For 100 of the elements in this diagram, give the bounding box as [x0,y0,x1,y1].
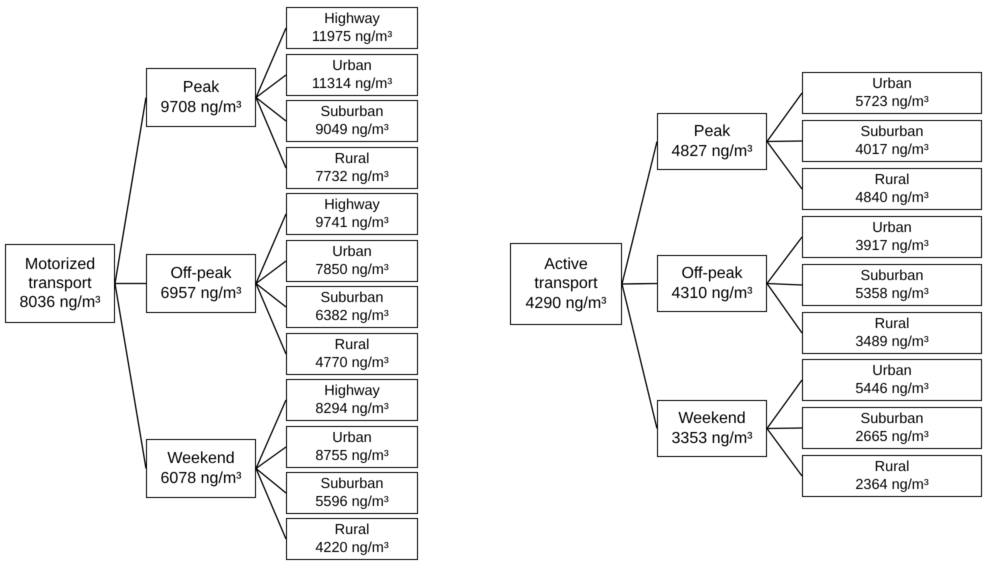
category-box [286,518,418,560]
connector-line [766,428,803,476]
concentration-value: 4290 ng/m³ [526,294,606,313]
node-title: Motorized transport [24,254,96,294]
node-title: Suburban [860,266,924,285]
connector-line [766,236,803,284]
node-title: Rural [874,458,910,476]
node-title: Urban [332,242,372,261]
connector-line [621,141,658,284]
connector-line [766,283,803,334]
concentration-value: 2665 ng/m³ [855,428,929,446]
group-box [657,255,767,312]
node-title: Suburban [860,122,924,141]
node-title: Rural [334,150,370,168]
concentration-value: 3489 ng/m³ [855,333,929,352]
concentration-value: 11314 ng/m³ [312,75,392,94]
connector-line [767,427,802,430]
node-title: Suburban [320,102,384,121]
concentration-value: 4310 ng/m³ [672,284,752,303]
node-title: Urban [872,218,912,237]
group-box [5,244,115,323]
node-title: Weekend [166,449,236,468]
connector-line [256,282,286,308]
connector-line [255,28,287,98]
connector-line [256,74,286,98]
category-box [802,359,982,401]
category-box [802,216,982,258]
node-title: Urban [872,74,912,93]
concentration-value: 8294 ng/m³ [315,400,389,418]
node-title: Off-peak [169,264,233,284]
node-title: Urban [332,428,372,447]
category-box [802,264,982,306]
node-title: Suburban [320,288,384,307]
connector-line [115,282,146,284]
node-title: Off-peak [680,264,744,284]
connector-line [255,214,287,284]
connector-line [114,97,147,284]
node-title: Peak [182,78,220,98]
node-title: Suburban [320,474,384,493]
group-box [146,254,256,313]
node-title: Rural [334,520,370,539]
connector-line [255,468,287,540]
category-box [286,379,418,421]
connector-line [255,283,287,354]
connector-line [622,282,657,285]
category-box [286,7,418,49]
concentration-value: 5358 ng/m³ [855,285,929,304]
connector-line [767,140,802,142]
concentration-value: 3353 ng/m³ [672,428,752,448]
category-box [802,455,982,497]
concentration-value: 8036 ng/m³ [20,293,100,312]
group-box [146,68,256,127]
concentration-value: 5723 ng/m³ [855,93,929,112]
concentration-value: 4770 ng/m³ [315,354,389,372]
node-title: Rural [874,314,910,333]
category-box [802,312,982,354]
node-title: Highway [324,196,380,214]
node-title: Peak [692,122,732,142]
category-box [286,147,418,189]
node-title: Suburban [860,410,924,428]
connector-line [621,284,658,429]
connector-line [256,468,286,494]
concentration-value: 9049 ng/m³ [315,121,389,140]
connector-line [256,260,286,284]
category-box [802,407,982,449]
connector-line [255,400,287,469]
connector-line [766,92,803,142]
concentration-value: 6957 ng/m³ [160,284,242,303]
group-box [510,243,622,325]
concentration-value: 4017 ng/m³ [855,141,929,160]
concentration-value: 9741 ng/m³ [315,214,389,232]
group-box [146,439,256,498]
category-box [286,54,418,96]
node-title: Rural [334,336,370,354]
concentration-value: 5596 ng/m³ [315,493,389,512]
connector-line [114,283,147,469]
node-title: Active transport [533,255,599,294]
concentration-value: 8755 ng/m³ [315,447,389,466]
concentration-value: 7850 ng/m³ [315,261,389,280]
node-title: Rural [874,170,910,189]
concentration-value: 3917 ng/m³ [855,237,929,256]
concentration-value: 11975 ng/m³ [312,28,392,46]
connector-line [766,380,803,429]
category-box [286,472,418,514]
category-box [286,286,418,328]
concentration-value: 4827 ng/m³ [672,142,752,161]
category-box [802,120,982,162]
concentration-value: 4840 ng/m³ [855,189,929,208]
node-title: Urban [332,56,372,75]
group-box [657,400,767,457]
concentration-value: 2364 ng/m³ [855,476,929,494]
concentration-value: 6382 ng/m³ [315,307,389,326]
category-box [802,168,982,210]
concentration-value: 4220 ng/m³ [315,539,389,558]
node-title: Weekend [677,409,747,428]
connector-line [255,97,287,168]
connector-line [766,141,803,190]
category-box [286,240,418,282]
connector-line [766,282,802,286]
category-box [286,426,418,468]
